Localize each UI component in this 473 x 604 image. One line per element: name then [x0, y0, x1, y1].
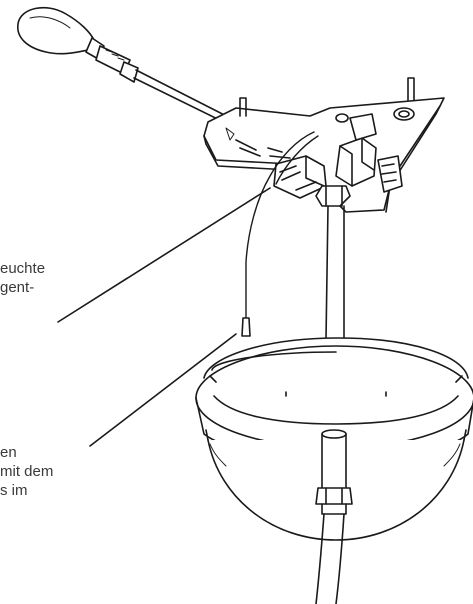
callout-bottom-line-2: mit dem: [0, 463, 54, 480]
cable-gland: [315, 429, 353, 515]
screwdriver: [17, 6, 263, 143]
screwdriver-handle: [17, 6, 139, 83]
leader-line-bottom: [89, 333, 237, 447]
callout-bottom-line-1: en: [0, 444, 17, 461]
cable-clip: [241, 317, 251, 337]
power-cord: [315, 513, 345, 604]
safety-cable: [241, 131, 319, 337]
mounting-hole: [393, 107, 415, 121]
pendant-rod: [325, 205, 345, 341]
callout-text-top: euchte gent-: [0, 259, 45, 297]
callout-top-line-1: euchte: [0, 260, 46, 277]
callout-top-line-2: gent-: [0, 279, 35, 296]
callout-text-bottom: en mit dem s im: [0, 443, 53, 500]
leader-line-top: [57, 187, 271, 323]
canopy: [195, 337, 473, 541]
callout-bottom-line-3: s im: [0, 482, 28, 499]
stem-nut: [315, 185, 351, 207]
